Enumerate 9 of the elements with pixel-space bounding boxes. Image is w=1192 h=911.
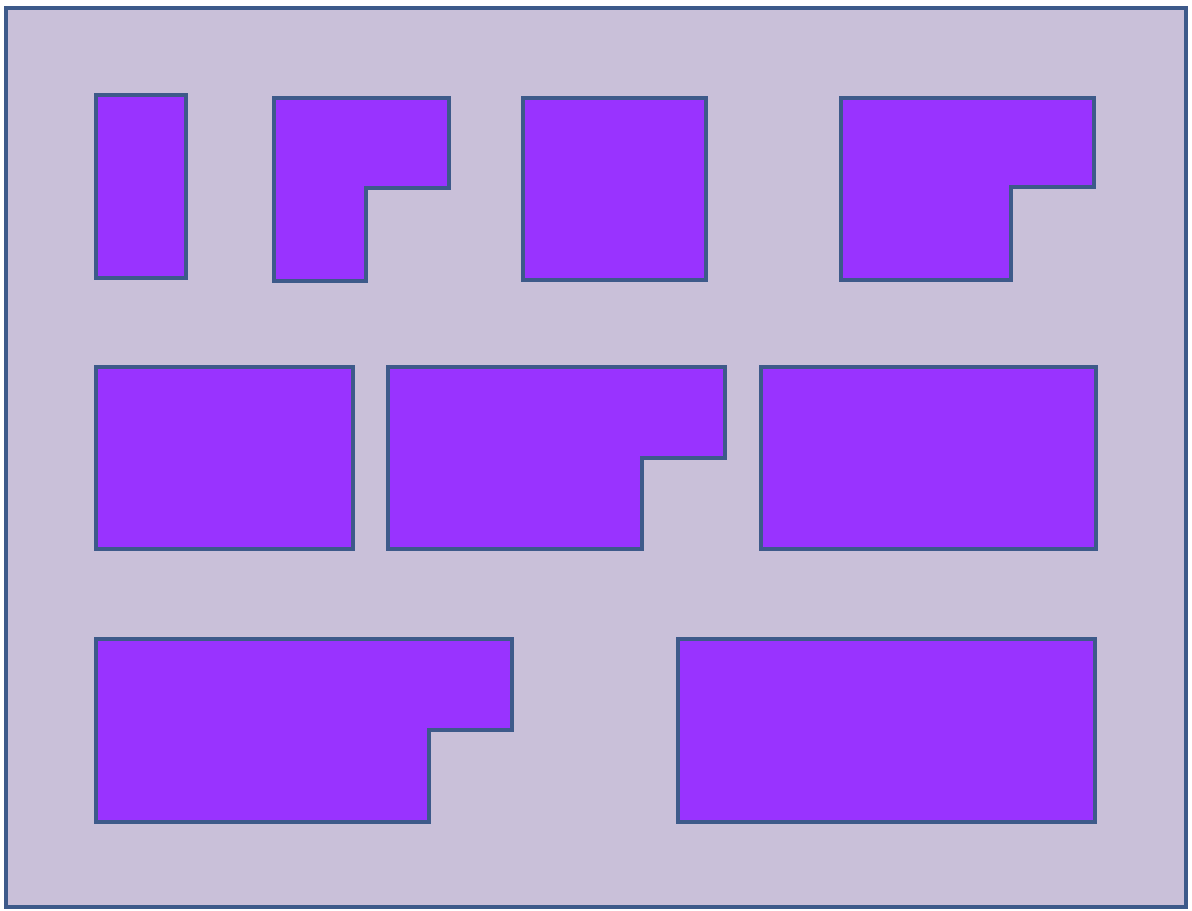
rectangle-shape	[759, 365, 1098, 551]
panel-background	[4, 6, 1188, 909]
stepped-shape	[94, 637, 514, 824]
rectangle-shape	[94, 93, 188, 280]
rectangle-shape	[94, 365, 355, 551]
stepped-shape	[839, 96, 1096, 282]
rectangle-shape	[676, 637, 1097, 824]
stepped-shape	[272, 96, 451, 283]
rectangle-shape	[521, 96, 708, 282]
